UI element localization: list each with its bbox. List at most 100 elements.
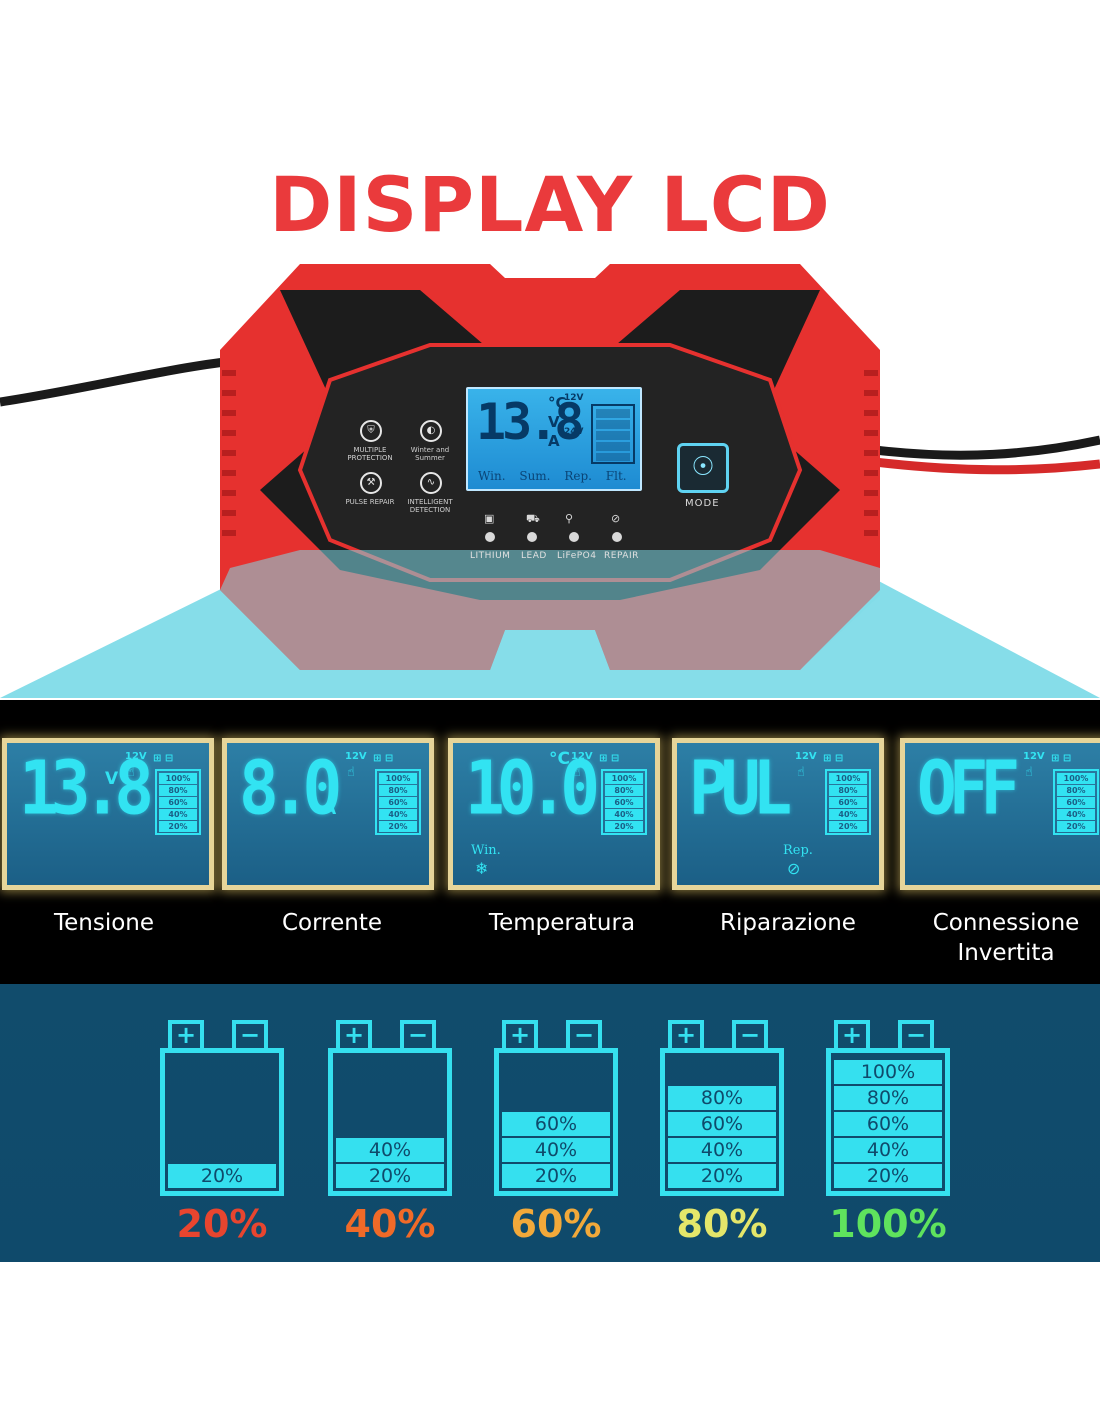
lcd-battery-icon: [591, 404, 635, 464]
battery-cell: 60%: [668, 1112, 776, 1136]
screen-battery-cell: 100%: [379, 773, 417, 784]
hand-icon: ☝: [797, 765, 805, 780]
battery-type-lifepo4: LiFePO4: [557, 551, 597, 561]
screen-reading: OFF: [917, 745, 1020, 832]
mode-button-label: MODE: [685, 498, 720, 509]
battery-type-lithium: LITHIUM: [470, 551, 511, 561]
battery-cell: 20%: [502, 1164, 610, 1188]
screen-battery-body: 100%80%60%40%20%: [825, 769, 871, 835]
indicator-led-lithium: [485, 532, 495, 542]
screen-battery-icon: ⊞ ⊟100%80%60%40%20%: [599, 753, 649, 835]
screen-reading: PUL: [689, 745, 792, 832]
motorbike-icon: ⚲: [565, 512, 574, 525]
battery-cell: 20%: [834, 1164, 942, 1188]
screen-battery-cell: 20%: [159, 821, 197, 832]
battery-type-lead: LEAD: [521, 551, 547, 561]
battery-body: 20%40%60%80%100%: [826, 1048, 950, 1196]
button-label-detection: INTELLIGENT DETECTION: [407, 498, 453, 514]
screen-caption: Tensione: [53, 910, 155, 936]
screen-battery-cell: 40%: [379, 809, 417, 820]
screen-mode-label: Rep.: [783, 843, 813, 858]
hand-icon: ☝: [573, 765, 581, 780]
lcd-24v-label: 24V: [564, 427, 584, 437]
screen-mode-label: Win.: [471, 843, 501, 858]
unit-amp: A: [548, 432, 560, 450]
shield-icon[interactable]: ⛨: [360, 420, 382, 442]
lcd-mode-row: Win. Sum. Rep. Flt.: [478, 469, 638, 483]
screen-unit: A: [323, 799, 337, 819]
plus-terminal-icon: +: [168, 1020, 204, 1048]
battery-cell: 40%: [502, 1138, 610, 1162]
screen-battery-cell: 60%: [605, 797, 643, 808]
button-label-pulse-repair: PULSE REPAIR: [345, 498, 395, 506]
battery-body: 20%40%60%80%: [660, 1048, 784, 1196]
indicator-led-lead: [527, 532, 537, 542]
battery-terminals-icon: ⊞ ⊟: [823, 753, 844, 764]
battery-cell: 40%: [336, 1138, 444, 1162]
minus-terminal-icon: −: [898, 1020, 934, 1048]
screen-caption: Temperatura: [488, 910, 636, 936]
battery-percent-label: 60%: [510, 1202, 602, 1246]
indicator-led-lifepo4: [569, 532, 579, 542]
screen-12v-label: 12V: [1023, 751, 1045, 762]
screen-battery-cell: 40%: [159, 809, 197, 820]
snowflake-icon: ❄: [475, 859, 489, 878]
hand-icon: ☝: [127, 765, 135, 780]
battery-cell: 20%: [668, 1164, 776, 1188]
plus-terminal-icon: +: [336, 1020, 372, 1048]
lcd-mode-sum: Sum.: [519, 469, 551, 483]
minus-terminal-icon: −: [732, 1020, 768, 1048]
plus-terminal-icon: +: [834, 1020, 870, 1048]
battery-level-60%: +−20%40%60%: [494, 1020, 618, 1196]
screen-battery-cell: 20%: [605, 821, 643, 832]
lcd-mode-flt: Flt.: [605, 469, 627, 483]
screen-battery-body: 100%80%60%40%20%: [601, 769, 647, 835]
screen-battery-cell: 20%: [1057, 821, 1095, 832]
battery-level-20%: +−20%: [160, 1020, 284, 1196]
screen-caption: Corrente: [281, 910, 383, 936]
screen-battery-cell: 60%: [379, 797, 417, 808]
screen-caption: Connessione Invertita: [932, 910, 1080, 966]
minus-terminal-icon: −: [400, 1020, 436, 1048]
wrench-icon[interactable]: ⚒: [360, 472, 382, 494]
pulse-icon[interactable]: ∿: [420, 472, 442, 494]
half-moon-icon[interactable]: ◐: [420, 420, 442, 442]
battery-cell: 80%: [834, 1086, 942, 1110]
button-label-protection: MULTIPLE PROTECTION: [347, 446, 393, 462]
lcd-units: °C V A: [548, 394, 567, 451]
fingerprint-icon[interactable]: ☉: [677, 443, 729, 493]
battery-percent-label: 40%: [344, 1202, 436, 1246]
indicator-led-repair: [612, 532, 622, 542]
unit-volt: V: [548, 413, 560, 431]
screen-battery-icon: ⊞ ⊟100%80%60%40%20%: [373, 753, 423, 835]
screen-12v-label: 12V: [571, 751, 593, 762]
battery-body: 20%40%60%: [494, 1048, 618, 1196]
lcd-mode-win: Win.: [478, 469, 506, 483]
screen-battery-cell: 60%: [829, 797, 867, 808]
screen-caption: Riparazione: [720, 910, 856, 936]
screen-battery-cell: 40%: [829, 809, 867, 820]
battery-percent-label: 80%: [676, 1202, 768, 1246]
button-label-winter-summer: Winter and Summer: [410, 446, 450, 462]
page-title: DISPLAY LCD: [269, 160, 831, 249]
screen-battery-cell: 40%: [605, 809, 643, 820]
battery-cell: 100%: [834, 1060, 942, 1084]
screen-battery-cell: 80%: [605, 785, 643, 796]
screen-battery-cell: 100%: [1057, 773, 1095, 784]
screen-battery-body: 100%80%60%40%20%: [1053, 769, 1099, 835]
battery-type-icon: ▣: [484, 512, 495, 525]
screen-reading: 10.0: [465, 745, 600, 832]
screen-battery-cell: 40%: [1057, 809, 1095, 820]
battery-level-100%: +−20%40%60%80%100%: [826, 1020, 950, 1196]
screen-unit: V: [105, 769, 119, 789]
screen-battery-cell: 80%: [829, 785, 867, 796]
car-icon: ⛟: [526, 512, 540, 525]
screen-battery-cell: 100%: [829, 773, 867, 784]
battery-percent-label: 20%: [176, 1202, 268, 1246]
screen-battery-cell: 100%: [605, 773, 643, 784]
